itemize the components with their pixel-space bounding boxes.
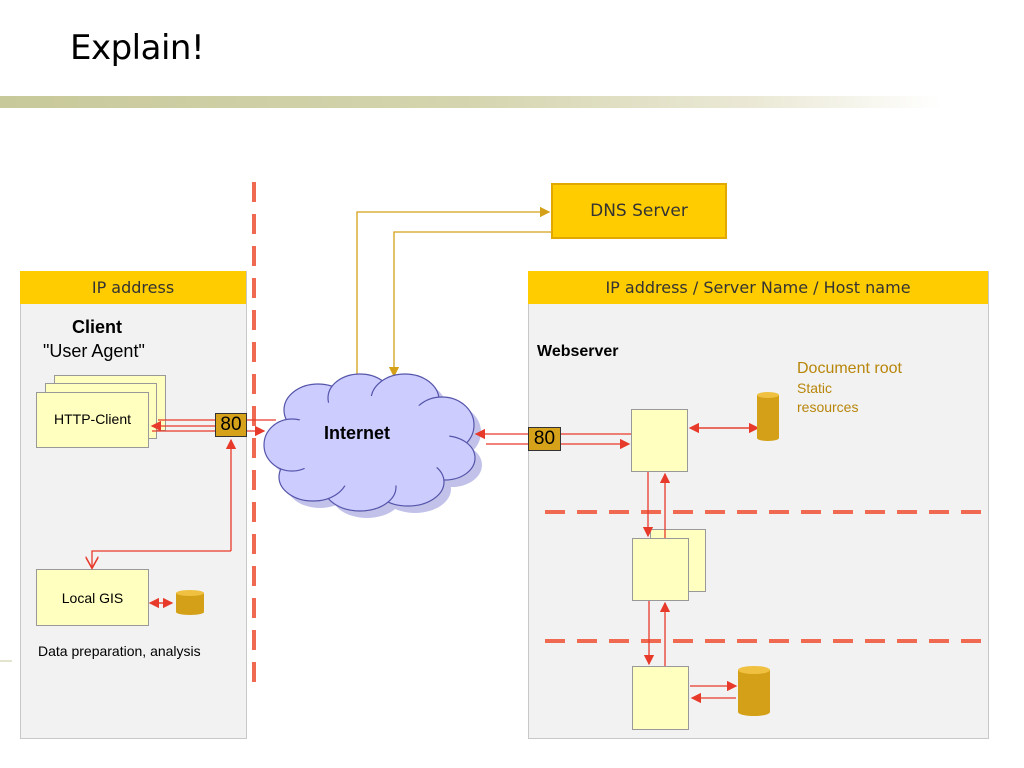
database-server-database-icon	[738, 666, 770, 716]
document-root-label: Document root	[797, 360, 902, 377]
http-client-box: HTTP-Client	[36, 392, 149, 448]
internet-label: Internet	[324, 423, 391, 443]
client-caption: Data preparation, analysis	[38, 643, 201, 659]
http-client-label: HTTP-Client	[53, 411, 131, 427]
resources-label: resources	[797, 399, 859, 415]
static-label: Static	[797, 380, 833, 396]
slide-title: Explain!	[70, 28, 205, 68]
webserver-box	[631, 409, 688, 472]
server-panel-header: IP address / Server Name / Host name	[528, 271, 988, 304]
local-gis-database-icon	[176, 590, 204, 615]
dns-request-line	[356, 206, 551, 380]
client-panel	[20, 271, 247, 739]
title-underline-bar	[0, 96, 1024, 108]
server-panel	[528, 271, 989, 739]
local-gis-label: Local GIS	[61, 589, 124, 606]
user-agent-label: "User Agent"	[43, 341, 145, 361]
internet-cloud-core	[290, 396, 450, 488]
dns-response-line	[388, 231, 551, 378]
webserver-label: Webserver	[537, 343, 619, 360]
dns-server-box: DNS Server	[551, 183, 727, 239]
client-panel-header: IP address	[20, 271, 246, 304]
document-root-database-icon	[757, 392, 779, 441]
database-server-box	[632, 666, 689, 730]
server-port-80: 80	[528, 427, 561, 451]
port-to-gis-line	[92, 550, 231, 567]
client-port-80: 80	[215, 413, 247, 437]
client-title: Client	[72, 317, 123, 337]
app-server-box	[632, 538, 689, 601]
